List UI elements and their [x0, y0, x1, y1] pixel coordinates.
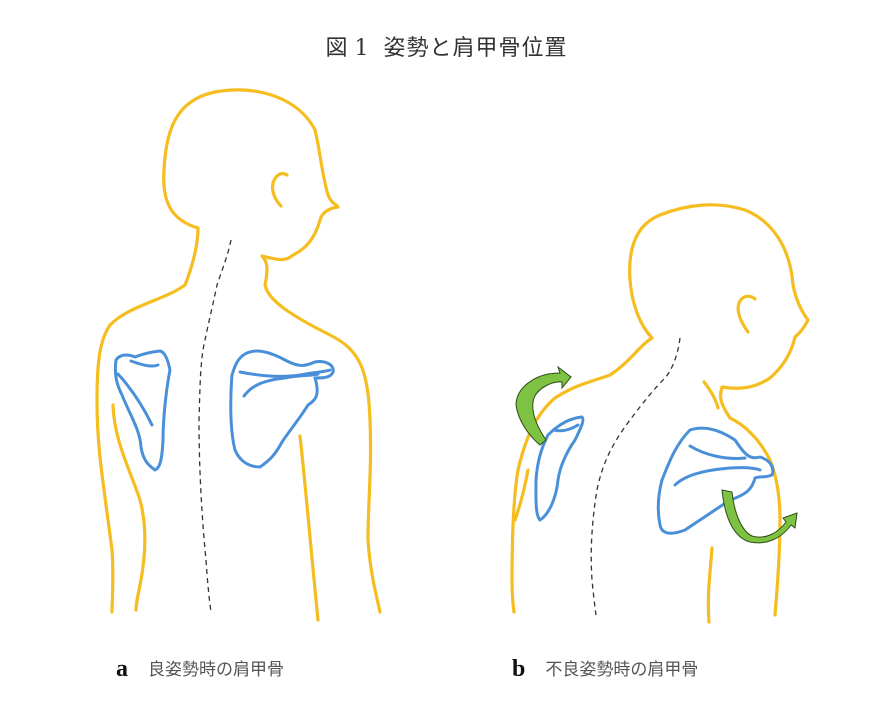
panel-b-letter: b [512, 656, 526, 682]
panel-a-letter: a [116, 656, 128, 682]
upward-rotation-arrow-icon [515, 365, 572, 446]
left-figure-left-arm-line [111, 403, 147, 612]
right-figure-spine-line [590, 337, 681, 616]
panel-b-caption-text: 不良姿勢時の肩甲骨 [545, 660, 699, 680]
right-figure-right-scapula [656, 426, 775, 535]
panel-a-figure [95, 88, 382, 622]
panel-a-caption: a 良姿勢時の肩甲骨 [116, 655, 284, 683]
figure-title-text: 姿勢と肩甲骨位置 [383, 36, 568, 61]
panel-b-caption: b 不良姿勢時の肩甲骨 [512, 655, 698, 683]
right-figure-head-body-outline [628, 203, 810, 617]
left-figure-ear [270, 171, 289, 208]
panel-b-figure [510, 203, 810, 624]
right-figure-arm-line [706, 546, 714, 624]
right-figure-left-scapula [534, 415, 585, 522]
left-figure-left-shoulder-outline [95, 226, 200, 614]
right-figure-back-outline [510, 336, 654, 614]
downward-rotation-arrow-icon [721, 489, 798, 544]
figure-title-prefix: 図 [325, 36, 349, 61]
right-figure-ear [736, 294, 757, 334]
figure-number: 1 [354, 36, 370, 61]
left-figure-spine-line [198, 239, 232, 613]
right-scapula [229, 349, 335, 469]
right-figure-shoulder-line [513, 468, 530, 522]
left-figure-right-arm-line [298, 434, 320, 622]
panel-a-caption-text: 良姿勢時の肩甲骨 [148, 660, 284, 680]
right-figure-jaw [702, 380, 720, 410]
left-figure-head-body-outline [162, 88, 382, 614]
left-scapula [113, 349, 172, 472]
